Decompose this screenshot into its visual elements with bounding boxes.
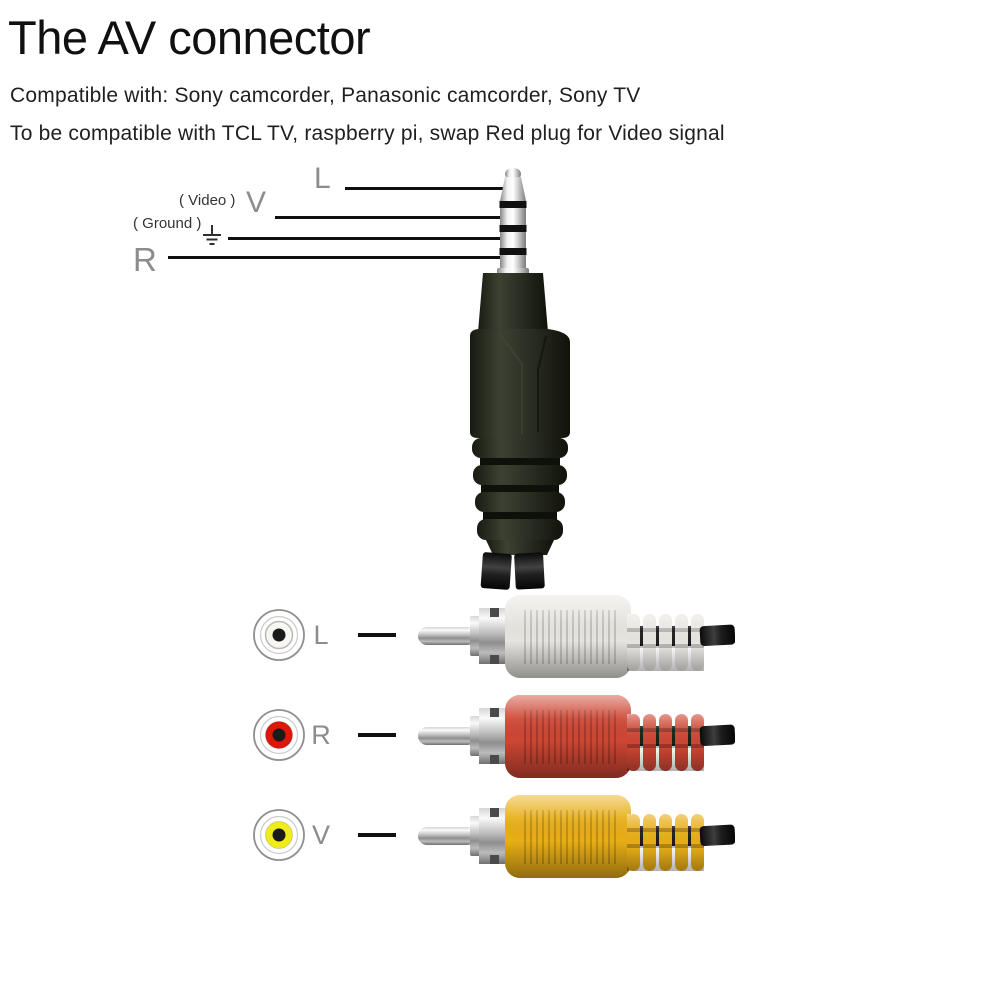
dash-l <box>358 633 396 637</box>
trrs-insulator-ring-1 <box>499 201 527 208</box>
trrs-segment-sleeve <box>500 255 526 270</box>
trrs-segment-ground <box>500 232 526 248</box>
rca-cable <box>699 624 735 647</box>
pin-label-r: R <box>133 241 157 278</box>
rca-cable <box>699 824 735 847</box>
pin-annotation-ground: ( Ground ) <box>133 215 202 232</box>
rca-jack-icon-video <box>253 809 305 861</box>
rca-jack-icon-left <box>253 609 305 661</box>
page-title: The AV connector <box>8 11 371 64</box>
rca-pin <box>418 727 476 745</box>
pin-line-v <box>275 216 503 219</box>
rca-plug-red <box>418 695 735 778</box>
compatibility-text: Compatible with: Sony camcorder, Panason… <box>10 84 641 107</box>
rca-row-label-v: V <box>311 820 330 850</box>
trrs-insulator-ring-2 <box>499 225 527 232</box>
trrs-plastic-body <box>470 273 570 555</box>
pin-line-r <box>168 256 503 259</box>
dash-v <box>358 833 396 837</box>
pin-label-l: L <box>314 162 331 195</box>
rca-row-label-l: L <box>313 620 329 650</box>
pin-line-ground <box>228 237 503 240</box>
trrs-cables <box>480 552 545 590</box>
rca-cable <box>699 724 735 747</box>
swap-note-text: To be compatible with TCL TV, raspberry … <box>10 122 725 145</box>
trrs-tip-cone <box>500 177 526 201</box>
rca-collar <box>479 608 508 664</box>
trrs-insulator-ring-3 <box>499 248 527 255</box>
dash-r <box>358 733 396 737</box>
earth-ground-icon <box>203 225 221 245</box>
trrs-segment-video <box>500 208 526 225</box>
rca-pin <box>418 627 476 645</box>
rca-collar <box>479 808 508 864</box>
rca-pin <box>418 827 476 845</box>
trrs-plug-photo <box>470 168 570 590</box>
pin-line-l <box>345 187 503 190</box>
rca-collar <box>479 708 508 764</box>
rca-jack-icon-right <box>253 709 305 761</box>
rca-row-label-r: R <box>311 720 331 750</box>
rca-plug-yellow <box>418 795 735 878</box>
rca-plug-white <box>418 595 735 678</box>
pin-label-v: V <box>246 186 267 219</box>
pin-annotation-video: ( Video ) <box>179 192 236 209</box>
